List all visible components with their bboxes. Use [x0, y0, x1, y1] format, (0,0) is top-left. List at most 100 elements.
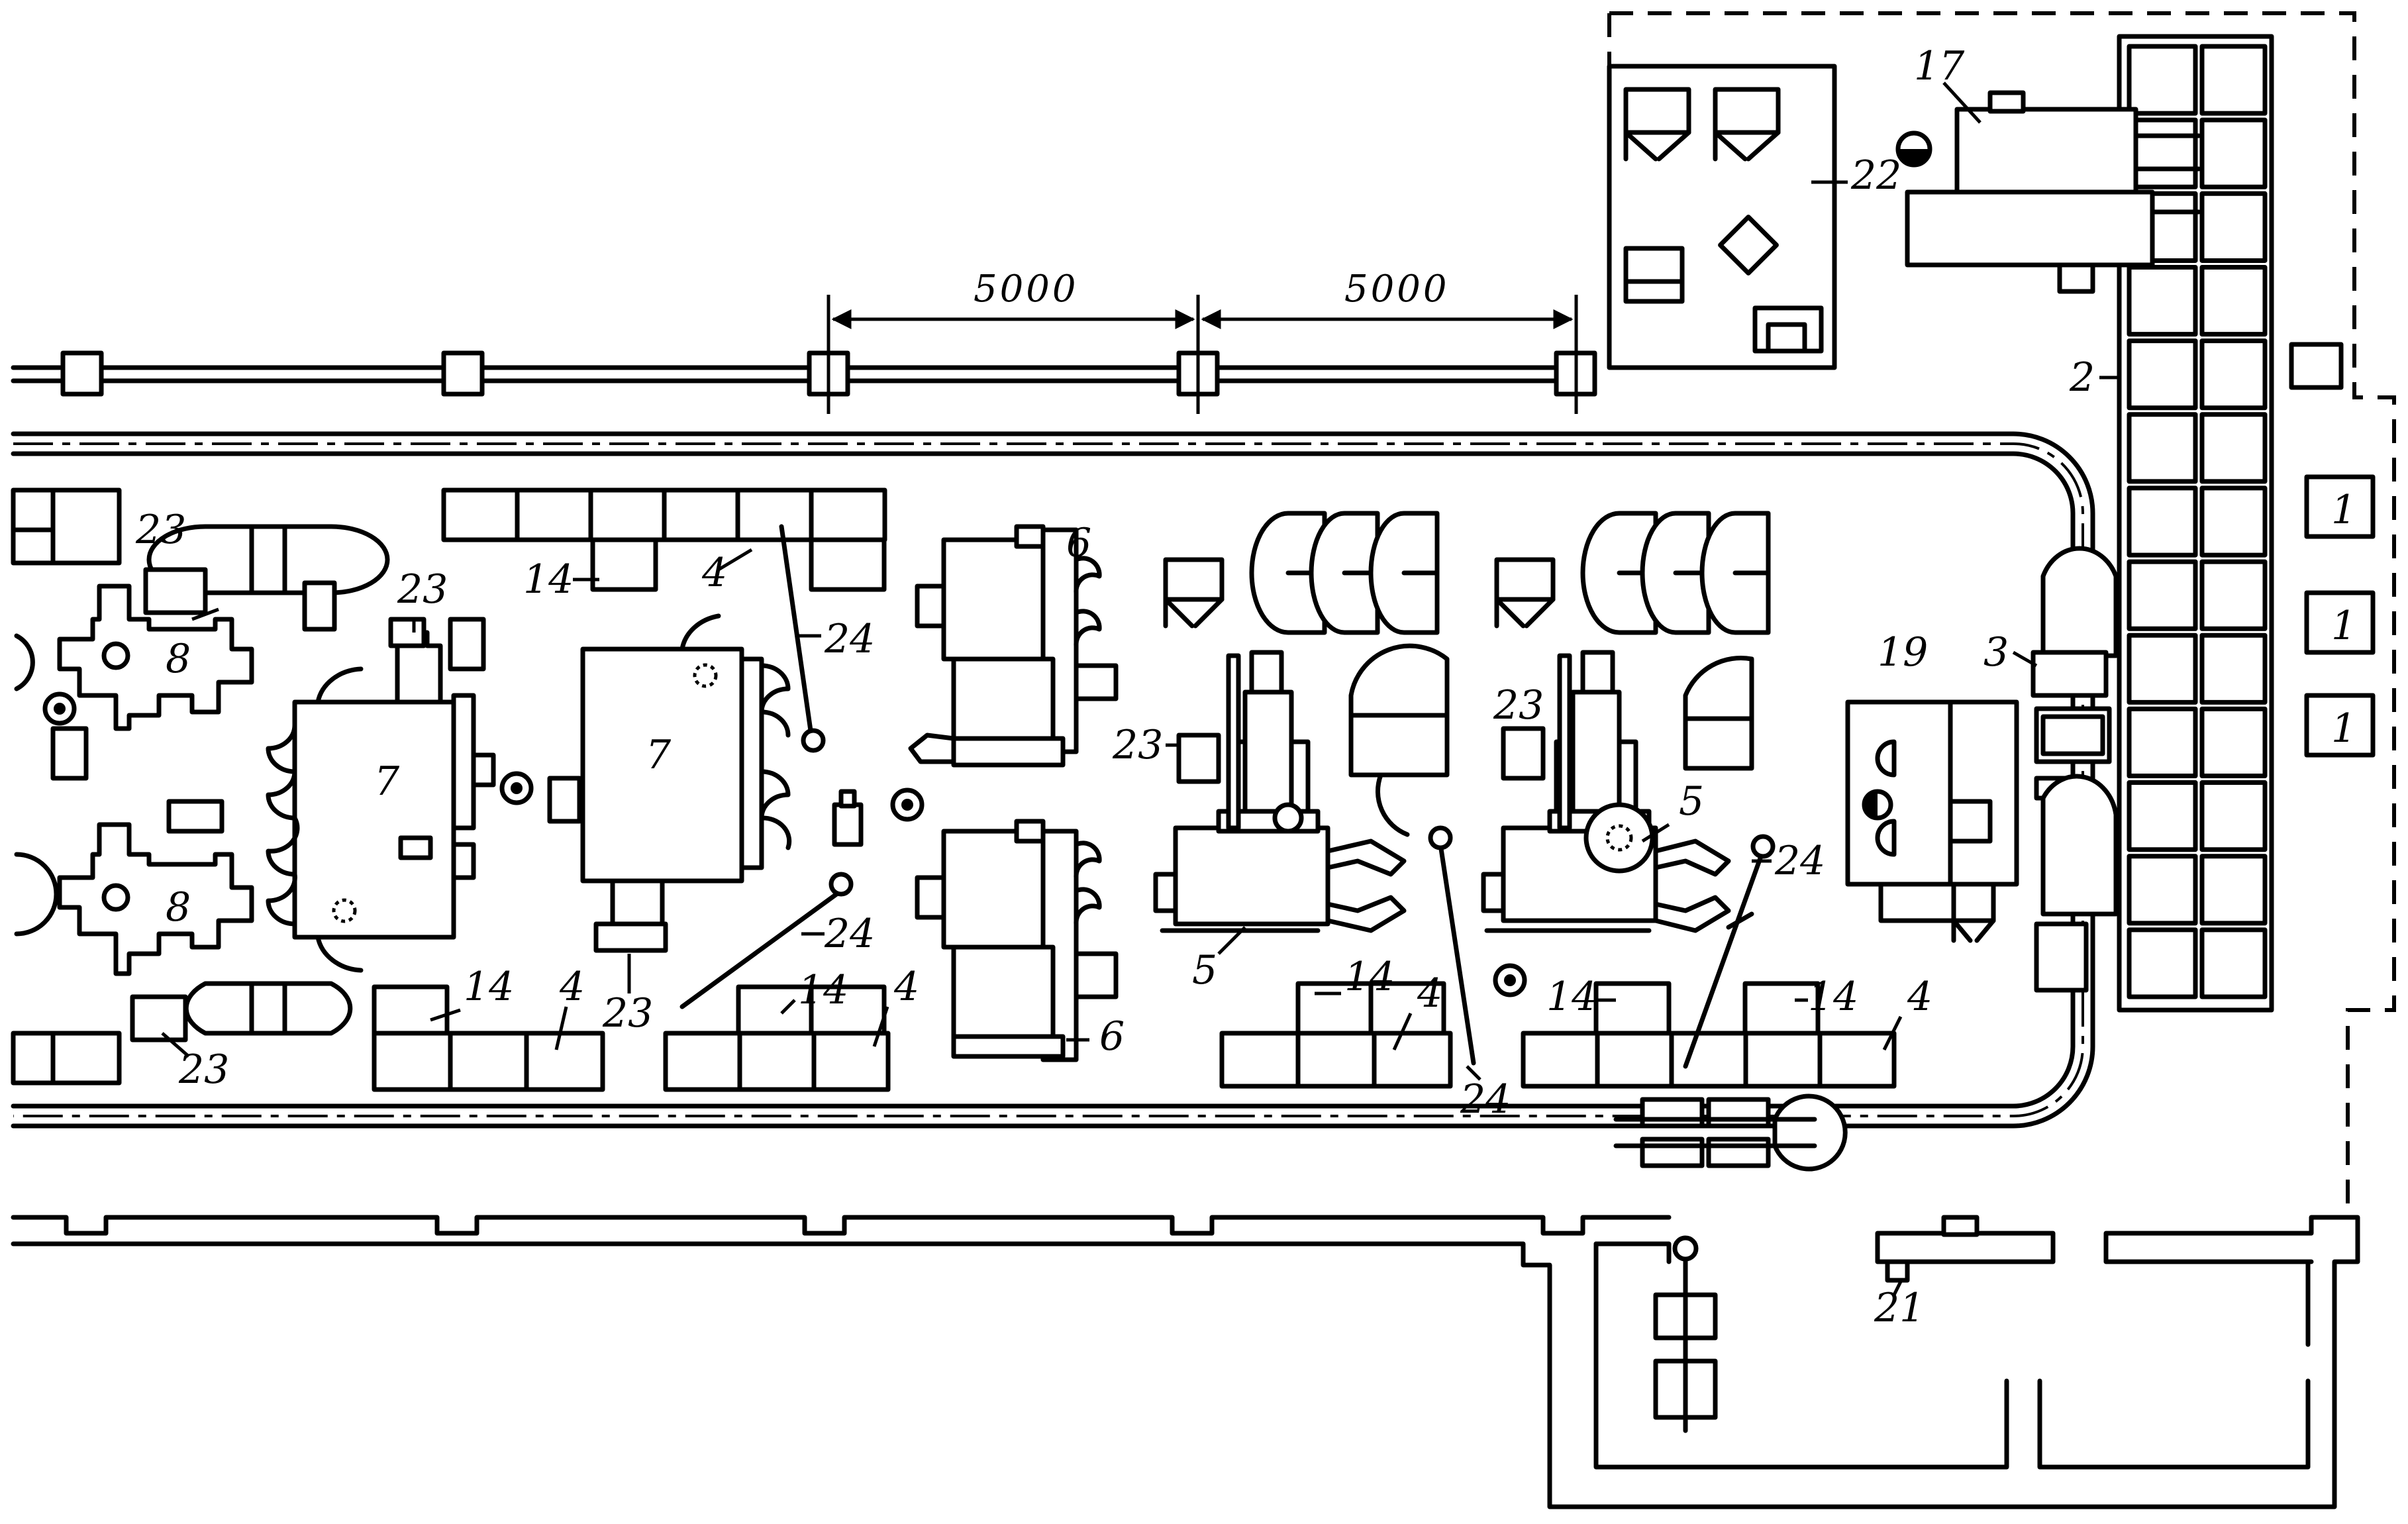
- bench-cell: [1595, 1031, 1674, 1089]
- bench-cell: [372, 984, 450, 1036]
- rack-cell: [2127, 559, 2198, 631]
- label-24: 24: [1774, 838, 1825, 884]
- jib-cranes-24: 24 24 24 24: [679, 524, 1825, 1123]
- machine-8-top: 8: [50, 567, 254, 781]
- label-23: 23: [1112, 722, 1163, 768]
- benches: [372, 487, 1897, 1092]
- label-23: 23: [602, 990, 653, 1037]
- label-14: 14: [798, 967, 848, 1013]
- bench-cell: [1521, 1031, 1600, 1089]
- bench-cell: [372, 1031, 453, 1092]
- dimension-label-span-a: 5000: [974, 268, 1079, 311]
- label-1: 1: [2331, 603, 2356, 649]
- rack-cell: [2199, 264, 2268, 337]
- rack-cell: [2127, 633, 2198, 705]
- rack-cell: [2199, 706, 2268, 779]
- label-4: 4: [559, 964, 585, 1010]
- rack-cell: [2199, 485, 2268, 558]
- bench-cell: [1817, 1031, 1897, 1089]
- machine-6-bottom: 6: [915, 819, 1125, 1062]
- bench-cell: [441, 487, 520, 542]
- rack-cell: [2199, 412, 2268, 484]
- label-2: 2: [2069, 354, 2095, 401]
- rack-cell: [2199, 191, 2268, 263]
- bench-cell: [515, 487, 593, 542]
- column: [441, 350, 485, 397]
- bench-cell: [735, 487, 814, 542]
- bench-cell: [1368, 981, 1446, 1036]
- rack-cell: [2199, 117, 2268, 189]
- bench-cell: [809, 537, 887, 592]
- rack-cell: [2127, 854, 2198, 926]
- bench-cell: [1593, 981, 1672, 1036]
- rack-cell: [2127, 780, 2198, 852]
- dimension-lines: 5000 5000: [827, 268, 1578, 414]
- room-22: 22: [1607, 64, 1901, 370]
- rack-cell: [2199, 927, 2268, 999]
- rack-cell: [2199, 44, 2268, 116]
- label-24: 24: [824, 911, 875, 957]
- label-8: 8: [166, 884, 191, 931]
- label-4: 4: [1907, 974, 1932, 1020]
- transfer-car-3: 3: [1983, 546, 2119, 993]
- bench-cell: [1742, 981, 1821, 1036]
- machine-7-left: 7: [266, 617, 496, 973]
- units-1: 1 1 1: [2289, 342, 2376, 758]
- bench-cell: [662, 487, 740, 542]
- dimension-label-span-b: 5000: [1344, 268, 1450, 311]
- label-4: 4: [893, 964, 919, 1010]
- bench-cell: [737, 1031, 817, 1092]
- label-21: 21: [1874, 1285, 1925, 1331]
- label-14: 14: [1546, 974, 1597, 1020]
- label-22: 22: [1850, 152, 1901, 199]
- label-23: 23: [397, 566, 448, 613]
- unit-1: [2304, 474, 2376, 539]
- machine-5-left: 5: [1153, 650, 1407, 993]
- label-24: 24: [824, 616, 875, 662]
- label-6: 6: [1066, 520, 1091, 566]
- rack-cell: [2199, 780, 2268, 852]
- rack-cell: [2127, 44, 2198, 116]
- bench-cell: [1372, 1031, 1453, 1089]
- label-23: 23: [135, 507, 186, 553]
- label-14: 14: [1808, 974, 1858, 1020]
- bottom-wall: 21: [11, 1215, 2360, 1509]
- rack-storage-2: [2117, 34, 2274, 1013]
- rack-cell: [2127, 412, 2198, 484]
- bench-cell: [1743, 1031, 1823, 1089]
- label-4: 4: [1417, 970, 1442, 1017]
- bench-cell: [590, 537, 658, 592]
- column: [60, 350, 104, 397]
- label-24: 24: [1460, 1076, 1511, 1123]
- label-14: 14: [464, 964, 514, 1010]
- label-5: 5: [1679, 778, 1704, 825]
- label-1: 1: [2331, 487, 2356, 533]
- label-1: 1: [2331, 705, 2356, 752]
- equipment-21-block: [1941, 1215, 1980, 1237]
- rack-cell: [2127, 927, 2198, 999]
- machine-5-right: 5: [1481, 650, 1754, 933]
- bench-cell: [809, 487, 887, 542]
- rack-cell: [2199, 854, 2268, 926]
- machine-19: 19: [1845, 629, 2019, 943]
- label-8: 8: [166, 636, 191, 682]
- bench-cell: [448, 1031, 529, 1092]
- unit-1: [2304, 693, 2376, 758]
- jib-crane: [1672, 1235, 1699, 1262]
- bench-cell: [1219, 1031, 1301, 1089]
- rack-cell: [2127, 706, 2198, 779]
- rack-cell: [2199, 633, 2268, 705]
- track-cart: [1613, 1093, 1848, 1172]
- rack-cell: [2199, 559, 2268, 631]
- label-3: 3: [1983, 629, 2009, 676]
- label-7: 7: [646, 732, 672, 778]
- equipment-21-foot: [1885, 1259, 1910, 1283]
- units-23: 23 23 23 23 23 23: [135, 507, 1546, 1093]
- machine-8-bottom: 8: [57, 799, 254, 1042]
- bench-labels: 14 4 14 4 14 4 14 4 14 14 4: [430, 548, 1932, 1051]
- rack-cell: [2127, 117, 2198, 189]
- label-14: 14: [1344, 954, 1395, 1000]
- rack-cell: [2199, 338, 2268, 411]
- bench-cell: [1295, 1031, 1377, 1089]
